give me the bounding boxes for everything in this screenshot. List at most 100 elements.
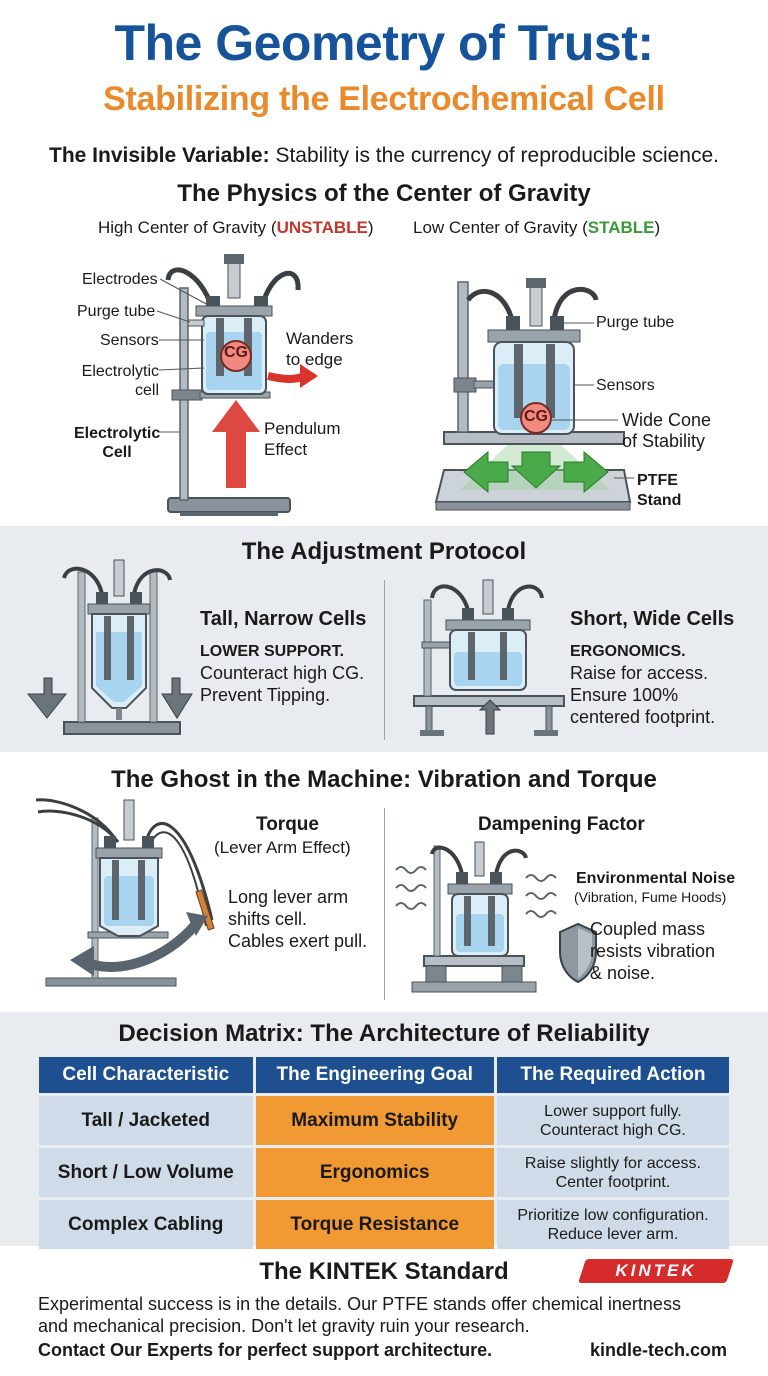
low-prefix: Low Center of Gravity ( bbox=[413, 218, 588, 237]
electrolytic-line2: cell bbox=[134, 382, 159, 399]
tall-cell-diagram bbox=[26, 559, 193, 735]
vibration-divider bbox=[384, 808, 385, 1000]
label-electrolytic-cell: Electrolytic cell bbox=[79, 362, 159, 400]
col-header-characteristic: Cell Characteristic bbox=[39, 1057, 253, 1093]
noise-title: Environmental Noise bbox=[576, 870, 736, 887]
table-row: Short / Low Volume Ergonomics Raise slig… bbox=[39, 1148, 729, 1197]
low-cg-label: Low Center of Gravity (STABLE) bbox=[413, 218, 660, 238]
tall-cells-desc: Counteract high CG.Prevent Tipping. bbox=[200, 662, 364, 706]
cg-marker-right: CG bbox=[524, 408, 548, 425]
action-line1: Raise slightly for access. bbox=[524, 1154, 701, 1172]
label-purge-tube-right: Purge tube bbox=[596, 314, 675, 331]
cell-characteristic: Tall / Jacketed bbox=[39, 1096, 253, 1145]
physics-heading: The Physics of the Center of Gravity bbox=[177, 180, 591, 207]
stable-cell-diagram bbox=[434, 278, 634, 511]
matrix-heading: Decision Matrix: The Architecture of Rel… bbox=[118, 1020, 650, 1047]
short-line3: centered footprint. bbox=[570, 707, 716, 727]
cell-action: Raise slightly for access.Center footpri… bbox=[496, 1148, 729, 1197]
damp-line3: & noise. bbox=[590, 963, 656, 983]
stable-status: STABLE bbox=[587, 218, 655, 237]
pendulum-line1: Pendulum bbox=[264, 419, 341, 438]
damp-line2: resists vibration bbox=[590, 941, 716, 961]
high-cg-label: High Center of Gravity (UNSTABLE) bbox=[98, 218, 374, 238]
action-line2: Reduce lever arm. bbox=[547, 1225, 679, 1243]
torque-title: Torque bbox=[256, 814, 319, 835]
footer-text: Experimental success is in the details. … bbox=[38, 1293, 738, 1337]
noise-waves-left-icon bbox=[395, 866, 427, 910]
torque-subtitle: (Lever Arm Effect) bbox=[214, 838, 351, 857]
tagline-rest: Stability is the currency of reproducibl… bbox=[275, 144, 719, 167]
footer-line2: and mechanical precision. Don't let grav… bbox=[38, 1316, 530, 1336]
high-prefix: High Center of Gravity ( bbox=[98, 218, 277, 237]
unstable-cell-diagram bbox=[156, 254, 318, 516]
wanders-line2: to edge bbox=[286, 350, 343, 369]
action-line2: Counteract high CG. bbox=[540, 1121, 686, 1139]
cell-characteristic: Short / Low Volume bbox=[39, 1148, 253, 1197]
decision-matrix-table: Cell Characteristic The Engineering Goal… bbox=[36, 1054, 732, 1252]
cg-marker-left: CG bbox=[224, 344, 248, 361]
short-cells-desc: Raise for access.Ensure 100%centered foo… bbox=[570, 662, 715, 728]
adjustment-divider bbox=[384, 580, 385, 740]
kintek-logo: KINTEK bbox=[578, 1259, 734, 1283]
cell-action: Prioritize low configuration.Reduce leve… bbox=[496, 1200, 729, 1249]
ptfe-line1: PTFE bbox=[637, 472, 678, 489]
tagline: The Invisible Variable: Stability is the… bbox=[0, 144, 768, 168]
short-line2: Ensure 100% bbox=[570, 685, 679, 705]
cell-characteristic: Complex Cabling bbox=[39, 1200, 253, 1249]
tagline-bold: The Invisible Variable: bbox=[49, 144, 270, 167]
tall-cells-title: Tall, Narrow Cells bbox=[200, 608, 367, 630]
short-line1: Raise for access. bbox=[570, 663, 709, 683]
noise-subtitle: (Vibration, Fume Hoods) bbox=[574, 889, 727, 905]
col-header-action: The Required Action bbox=[496, 1057, 729, 1093]
tall-line2: Prevent Tipping. bbox=[200, 685, 331, 705]
pendulum-line2: Effect bbox=[264, 440, 308, 459]
cell-goal: Maximum Stability bbox=[255, 1096, 494, 1145]
action-line2: Center footprint. bbox=[555, 1173, 671, 1191]
torque-line1: Long lever arm bbox=[228, 887, 349, 907]
wide-cone-line1: Wide Cone bbox=[622, 410, 712, 430]
table-row: Complex Cabling Torque Resistance Priori… bbox=[39, 1200, 729, 1249]
label-sensors-left: Sensors bbox=[100, 332, 159, 349]
page-subtitle: Stabilizing the Electrochemical Cell bbox=[103, 80, 665, 118]
ptfe-line2: Stand bbox=[637, 492, 682, 509]
torque-line2: shifts cell. bbox=[228, 909, 308, 929]
short-cell-diagram bbox=[413, 579, 565, 736]
vibration-heading: The Ghost in the Machine: Vibration and … bbox=[111, 766, 657, 793]
short-cells-title: Short, Wide Cells bbox=[570, 608, 735, 630]
tall-cells-bold: LOWER SUPPORT. bbox=[200, 643, 345, 660]
label-electrodes: Electrodes bbox=[82, 271, 158, 288]
action-line1: Prioritize low configuration. bbox=[517, 1206, 709, 1224]
contact-link[interactable]: Contact Our Experts for perfect support … bbox=[38, 1340, 493, 1360]
cell-action: Lower support fully.Counteract high CG. bbox=[496, 1096, 729, 1145]
label-purge-tube-left: Purge tube bbox=[77, 303, 156, 320]
dampening-diagram bbox=[395, 841, 597, 993]
damp-line1: Coupled mass bbox=[590, 919, 706, 939]
adjustment-heading: The Adjustment Protocol bbox=[241, 538, 527, 565]
logo-text: KINTEK bbox=[615, 1261, 697, 1280]
cell-goal: Ergonomics bbox=[255, 1148, 494, 1197]
action-line1: Lower support fully. bbox=[544, 1102, 682, 1120]
unstable-status: UNSTABLE bbox=[276, 218, 368, 237]
page-title: The Geometry of Trust: bbox=[114, 15, 654, 71]
footer-heading: The KINTEK Standard bbox=[259, 1258, 509, 1285]
tall-line1: Counteract high CG. bbox=[200, 663, 365, 683]
torque-line3: Cables exert pull. bbox=[228, 931, 368, 951]
cell-goal: Torque Resistance bbox=[255, 1200, 494, 1249]
dampening-title: Dampening Factor bbox=[478, 814, 645, 835]
footer-line1: Experimental success is in the details. … bbox=[38, 1294, 681, 1314]
noise-waves-right-icon bbox=[525, 874, 557, 918]
high-close: ) bbox=[367, 218, 374, 237]
short-cells-bold: ERGONOMICS. bbox=[570, 643, 686, 660]
electrolytic-bold-line2: Cell bbox=[102, 444, 132, 461]
website-link[interactable]: kindle-tech.com bbox=[590, 1340, 728, 1360]
low-close: ) bbox=[654, 218, 661, 237]
wanders-line1: Wanders bbox=[286, 329, 354, 348]
label-sensors-right: Sensors bbox=[596, 377, 655, 394]
electrolytic-line1: Electrolytic bbox=[81, 363, 159, 380]
wide-cone-line2: of Stability bbox=[622, 431, 706, 451]
